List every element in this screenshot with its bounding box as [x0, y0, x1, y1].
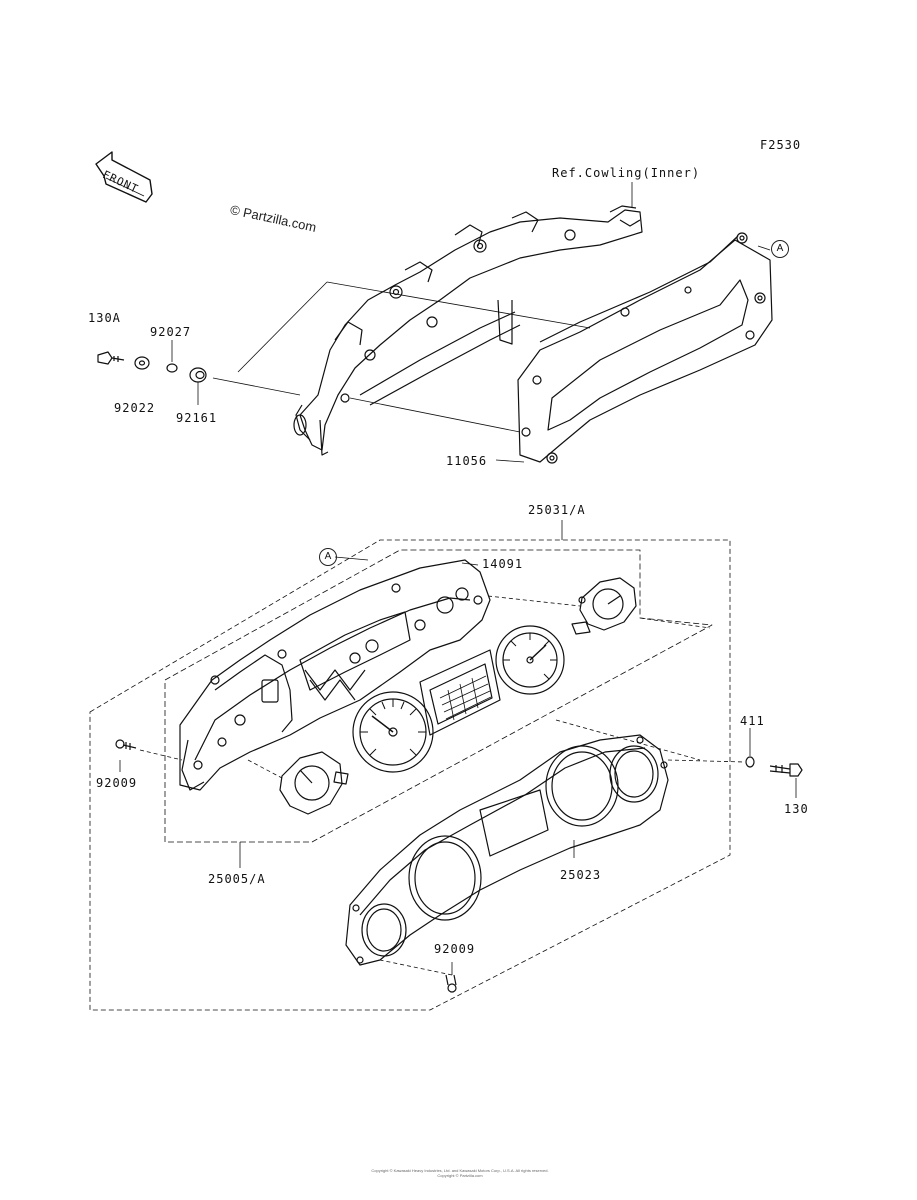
diagram-code: F2530	[760, 138, 802, 152]
part-25023[interactable]: 25023	[560, 868, 602, 882]
part-92022[interactable]: 92022	[114, 401, 156, 415]
gauge-speedometer[interactable]	[352, 691, 434, 773]
footer-line-2: Copyright © Partzilla.com	[437, 1173, 483, 1178]
washer-92022[interactable]	[134, 356, 150, 370]
ref-cowling-label[interactable]: Ref.Cowling(Inner)	[552, 166, 701, 180]
screw-92009-bottom[interactable]	[379, 959, 457, 993]
part-25005A[interactable]: 25005/A	[208, 872, 266, 886]
meter-cover-25023[interactable]	[345, 734, 669, 966]
cowling-bracket-11056[interactable]	[212, 182, 773, 464]
part-92009-left[interactable]: 92009	[96, 776, 138, 790]
callout-a-upper: A	[771, 240, 789, 258]
assembly-outline-25005A	[164, 549, 713, 843]
collar-92027[interactable]	[166, 340, 178, 373]
part-11056[interactable]: 11056	[446, 454, 488, 468]
part-92009-bottom[interactable]: 92009	[434, 942, 476, 956]
gauge-small-left[interactable]	[279, 751, 349, 815]
part-130[interactable]: 130	[784, 802, 809, 816]
front-label: FRONT	[100, 168, 141, 196]
meter-housing-14091[interactable]	[179, 559, 491, 791]
gauge-tachometer[interactable]	[495, 625, 565, 695]
grommet-92161[interactable]	[189, 367, 207, 405]
screw-92009-left[interactable]	[115, 739, 183, 772]
part-92161[interactable]: 92161	[176, 411, 218, 425]
assembly-outline-25031A	[89, 539, 731, 1011]
gauge-small-right[interactable]	[571, 577, 637, 635]
indicator-panel[interactable]	[419, 649, 501, 736]
front-label-wrap: FRONT	[94, 158, 164, 196]
bolt-130A[interactable]	[97, 351, 125, 365]
part-411[interactable]: 411	[740, 714, 765, 728]
part-25031A[interactable]: 25031/A	[528, 503, 586, 517]
part-130A[interactable]: 130A	[88, 311, 121, 325]
washer-411[interactable]	[745, 728, 755, 768]
front-arrow-icon	[95, 151, 153, 203]
footer-copyright: Copyright © Kawasaki Heavy Industries, L…	[300, 1168, 620, 1178]
callout-a-lower: A	[319, 548, 337, 566]
bolt-130[interactable]	[769, 763, 803, 798]
part-14091[interactable]: 14091	[482, 557, 524, 571]
footer-line-1: Copyright © Kawasaki Heavy Industries, L…	[371, 1168, 549, 1173]
part-92027[interactable]: 92027	[150, 325, 192, 339]
